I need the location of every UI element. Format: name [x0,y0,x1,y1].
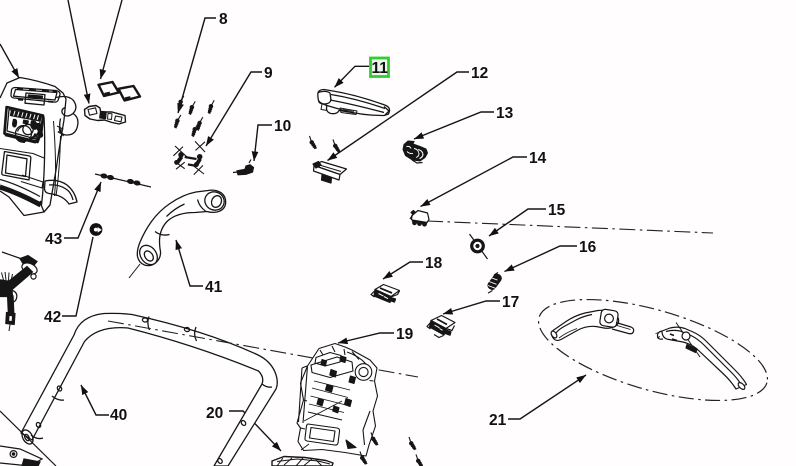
svg-text:9: 9 [264,65,273,82]
svg-text:10: 10 [274,118,291,135]
svg-text:15: 15 [548,202,566,219]
svg-text:18: 18 [425,255,443,272]
svg-text:19: 19 [396,326,414,343]
svg-text:43: 43 [45,231,63,248]
svg-text:11: 11 [372,60,389,77]
svg-text:42: 42 [44,309,61,326]
svg-text:14: 14 [529,150,547,167]
svg-text:40: 40 [110,407,127,424]
svg-text:12: 12 [471,65,488,82]
svg-text:17: 17 [502,294,519,311]
svg-text:21: 21 [489,412,507,429]
svg-text:8: 8 [219,11,228,28]
svg-text:16: 16 [579,239,597,256]
svg-text:41: 41 [205,279,223,296]
svg-text:13: 13 [496,105,514,122]
svg-text:20: 20 [206,405,223,422]
